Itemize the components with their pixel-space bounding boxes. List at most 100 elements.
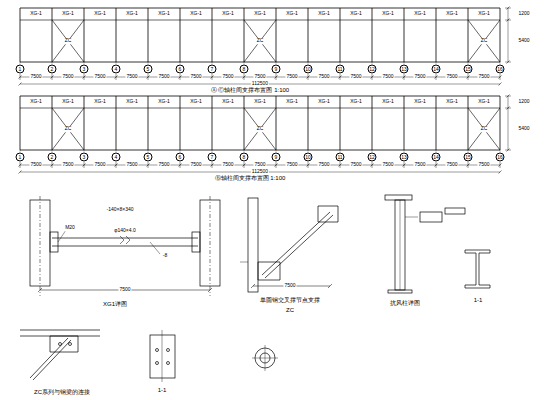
axis-number: 2 — [51, 66, 54, 71]
axis-circle: 2 — [48, 64, 57, 73]
drawing-label: XG-1 — [349, 99, 363, 105]
axis-circle: 7 — [208, 152, 217, 161]
axis-circle: 16 — [496, 64, 505, 73]
drawing-label: 7500 — [189, 74, 202, 80]
axis-circle: 14 — [432, 64, 441, 73]
drawing-label: XG-1 — [157, 11, 171, 17]
axis-number: 5 — [147, 66, 150, 71]
drawing-label: 7500 — [317, 162, 330, 168]
axis-number: 10 — [305, 66, 311, 71]
axis-number: 1 — [19, 154, 22, 159]
drawing-label: XG-1 — [413, 99, 427, 105]
drawing-label: XG-1 — [253, 11, 267, 17]
drawing-label: -140×8×340 — [106, 207, 135, 213]
drawing-label: 7500 — [221, 74, 234, 80]
axis-number: 9 — [275, 154, 278, 159]
drawing-label: XG-1 — [29, 99, 43, 105]
drawing-line — [244, 108, 276, 150]
drawing-line — [84, 8, 85, 62]
drawing-label: 7500 — [317, 74, 330, 80]
drawing-label: 1200 — [517, 99, 530, 105]
axis-number: 16 — [497, 66, 503, 71]
axis-number: 13 — [401, 66, 407, 71]
drawing-line — [468, 96, 469, 150]
drawing-label: ZC — [256, 126, 265, 132]
drawing-line — [507, 95, 510, 98]
axis-circle: 12 — [368, 152, 377, 161]
drawing-label: 7500 — [189, 162, 202, 168]
drawing-label: XG-1 — [317, 11, 331, 17]
drawing-label: 7500 — [61, 162, 74, 168]
drawing-label: 7500 — [381, 162, 394, 168]
drawing-label: XG-1 — [349, 11, 363, 17]
drawing-label: XG-1 — [253, 99, 267, 105]
drawing-label: 7500 — [118, 287, 131, 293]
drawing-line — [20, 96, 500, 97]
drawing-label: 7500 — [285, 162, 298, 168]
drawing-line — [372, 8, 373, 62]
zc-beam-connection — [20, 330, 100, 380]
drawing-line — [500, 96, 501, 150]
drawing-label: XG-1 — [317, 99, 331, 105]
axis-number: 1 — [19, 66, 22, 71]
axis-number: 14 — [433, 66, 439, 71]
axis-circle: 3 — [80, 64, 89, 73]
drawing-line — [507, 61, 510, 64]
drawing-line — [52, 20, 84, 62]
drawing-label: 7500 — [413, 74, 426, 80]
drawing-line — [20, 62, 500, 63]
drawing-label: 7500 — [93, 74, 106, 80]
drawing-line — [244, 108, 276, 150]
drawing-label: XG-1 — [285, 11, 299, 17]
axis-number: 7 — [211, 66, 214, 71]
axis-circle: 4 — [112, 152, 121, 161]
axis-number: 9 — [275, 66, 278, 71]
wind-column-detail — [385, 195, 465, 293]
drawing-line — [20, 20, 500, 21]
axis-number: 3 — [83, 154, 86, 159]
zc-node-detail — [240, 198, 338, 292]
drawing-label: XG-1 — [125, 99, 139, 105]
drawing-line — [52, 20, 84, 62]
drawing-line — [212, 96, 213, 150]
axis-circle: 1 — [16, 64, 25, 73]
drawing-line — [52, 8, 53, 62]
drawing-label: XG-1 — [93, 11, 107, 17]
drawing-line — [404, 96, 405, 150]
drawing-line — [500, 8, 501, 62]
drawing-label: 7500 — [285, 74, 298, 80]
drawing-line — [19, 171, 22, 174]
axis-number: 4 — [115, 66, 118, 71]
drawing-label: XG-1 — [189, 11, 203, 17]
drawing-label: ZC — [64, 126, 73, 132]
drawing-label: 1200 — [517, 11, 530, 17]
drawing-line — [507, 7, 510, 10]
axis-number: 16 — [497, 154, 503, 159]
drawing-label: 7500 — [349, 74, 362, 80]
drawing-line — [20, 108, 500, 109]
drawing-label: ZC系列与钢梁的连接 — [33, 389, 91, 396]
drawing-label: XG-1 — [61, 11, 75, 17]
axis-circle: 12 — [368, 64, 377, 73]
drawing-line — [52, 108, 84, 150]
drawing-label: ZC — [480, 126, 489, 132]
drawing-label: XG-1 — [29, 11, 43, 17]
drawing-label: XG-1 — [157, 99, 171, 105]
drawing-line — [468, 20, 500, 62]
section-1-1-lower — [150, 330, 175, 382]
drawing-line — [148, 96, 149, 150]
axis-number: 2 — [51, 154, 54, 159]
drawing-line — [436, 96, 437, 150]
axis-circle: 6 — [176, 64, 185, 73]
drawing-label: 7500 — [61, 74, 74, 80]
axis-number: 12 — [369, 154, 375, 159]
axis-circle: 2 — [48, 152, 57, 161]
axis-circle: 6 — [176, 152, 185, 161]
drawing-label: 单圆钢交叉撑节点支撑 — [259, 297, 321, 304]
drawing-label: 7500 — [157, 74, 170, 80]
axis-circle: 5 — [144, 152, 153, 161]
drawing-label: 7500 — [29, 74, 42, 80]
drawing-label: XG-1 — [93, 99, 107, 105]
axis-number: 11 — [337, 66, 342, 71]
